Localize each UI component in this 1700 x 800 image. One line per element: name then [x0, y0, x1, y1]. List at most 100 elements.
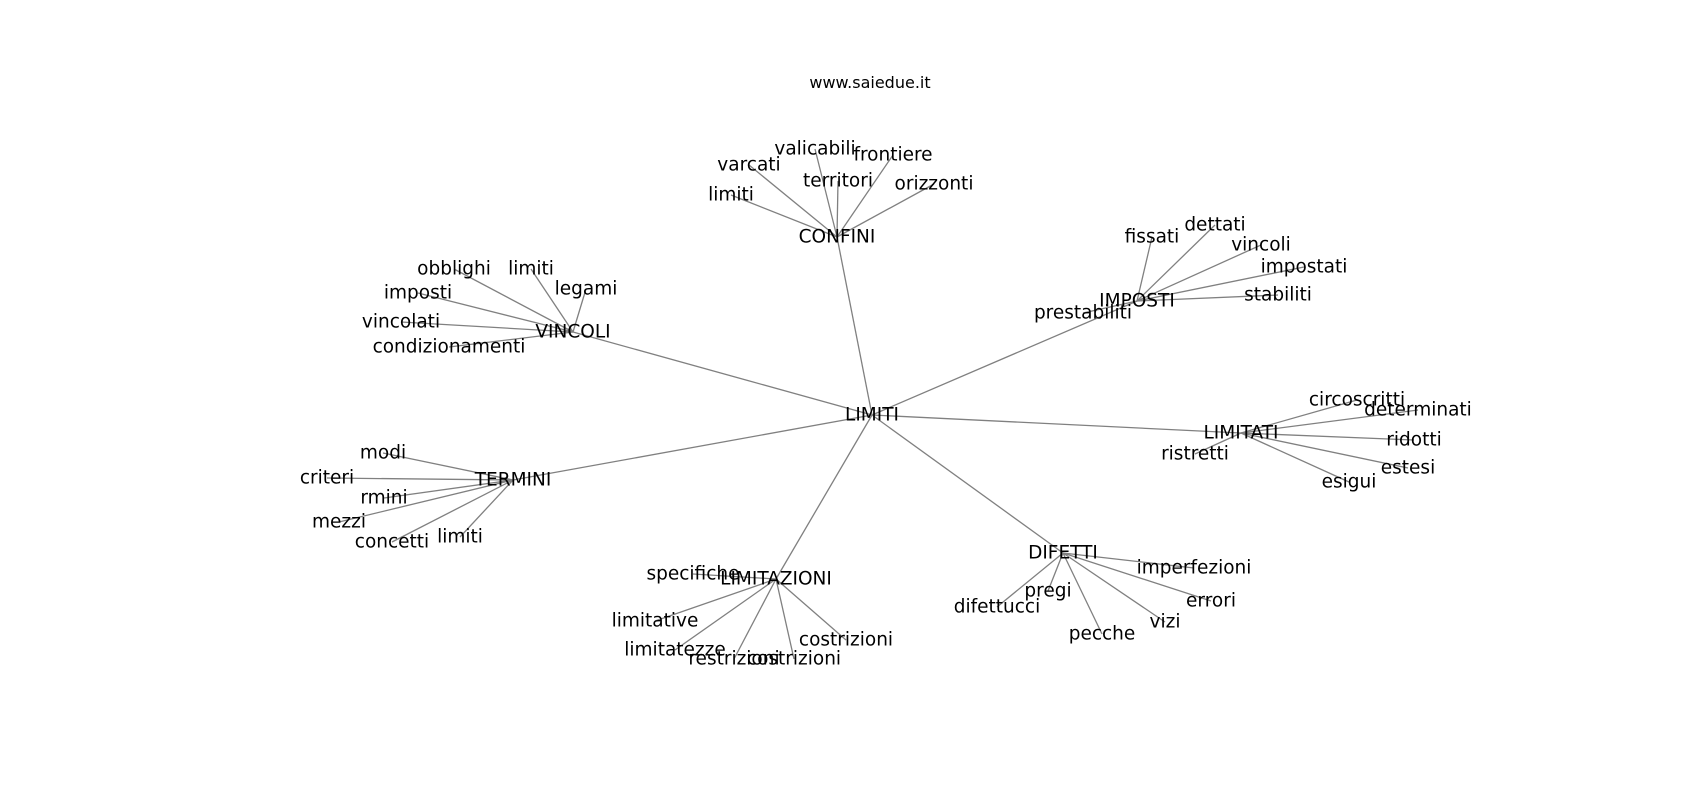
- edge-hub-to-leaf: [1240, 399, 1358, 434]
- edge-hub-to-leaf: [417, 292, 574, 333]
- leaf-node-label: valicabili: [774, 139, 855, 160]
- leaf-node-label: limitatezze: [624, 640, 725, 661]
- leaf-node-label: circoscritti: [1309, 390, 1405, 411]
- leaf-node-label: limiti: [508, 259, 554, 280]
- hub-node-label: CONFINI: [799, 227, 876, 248]
- leaf-node-label: pregi: [1024, 581, 1071, 602]
- edge-hub-to-leaf: [1240, 432, 1415, 441]
- edge-hub-to-leaf: [1240, 432, 1350, 483]
- edge-hub-to-leaf: [836, 154, 894, 238]
- leaf-node-label: determinati: [1364, 400, 1472, 421]
- edge-hub-to-leaf: [775, 578, 795, 660]
- leaf-node-label: stabiliti: [1244, 285, 1312, 306]
- edge-root-to-hub: [572, 331, 873, 416]
- edge-hub-to-leaf: [1047, 552, 1064, 592]
- edge-hub-to-leaf: [1240, 409, 1419, 434]
- leaf-node-label: limitative: [612, 611, 699, 632]
- edge-hub-to-leaf: [733, 578, 777, 660]
- edge-root-to-hub: [512, 414, 873, 481]
- leaf-node-label: mezzi: [312, 512, 366, 533]
- leaf-node-label: costrizioni: [799, 630, 893, 651]
- leaf-node-label: varcati: [717, 155, 780, 176]
- leaf-node-label: dettati: [1184, 215, 1245, 236]
- edge-root-to-hub: [871, 300, 1138, 416]
- edge-hub-to-leaf: [836, 180, 839, 238]
- edge-hub-to-leaf: [572, 288, 587, 333]
- leaf-node-label: vincolati: [362, 312, 440, 333]
- edge-root-to-hub: [871, 414, 1242, 434]
- leaf-node-label: errori: [1186, 591, 1236, 612]
- edge-hub-to-leaf: [448, 331, 574, 348]
- edge-hub-to-leaf: [391, 479, 514, 543]
- edge-hub-to-leaf: [459, 479, 514, 538]
- hub-node-label: LIMITAZIONI: [720, 569, 832, 590]
- edge-hub-to-leaf: [326, 477, 514, 481]
- edge-hub-to-leaf: [730, 194, 838, 238]
- hub-node-label: DIFETTI: [1028, 543, 1098, 564]
- edge-root-to-hub: [871, 414, 1064, 554]
- site-title: www.saiedue.it: [809, 73, 930, 92]
- edge-hub-to-leaf: [692, 573, 777, 580]
- leaf-node-label: imposti: [384, 283, 452, 304]
- leaf-node-label: ridotti: [1386, 430, 1441, 451]
- edge-hub-to-leaf: [814, 148, 838, 238]
- edge-hub-to-leaf: [775, 578, 847, 641]
- leaf-node-label: vincoli: [1231, 235, 1291, 256]
- edge-root-to-hub: [775, 414, 873, 580]
- edge-hub-to-leaf: [530, 268, 574, 333]
- edges-layer: [326, 148, 1419, 660]
- hub-node-label: VINCOLI: [535, 322, 610, 343]
- leaf-node-label: specifiche: [646, 564, 739, 585]
- edge-root-to-hub: [836, 236, 873, 416]
- edge-hub-to-leaf: [1136, 224, 1216, 302]
- edge-hub-to-leaf: [400, 321, 574, 333]
- leaf-node-label: frontiere: [853, 145, 932, 166]
- edge-hub-to-leaf: [1194, 432, 1242, 455]
- leaf-node-label: difettucci: [954, 597, 1041, 618]
- edge-hub-to-leaf: [1062, 552, 1195, 569]
- root-node-label: LIMITI: [845, 405, 899, 426]
- edge-hub-to-leaf: [383, 479, 514, 499]
- labels-layer: LIMITI CONFINI limiti varcativalicabilifron…: [300, 139, 1472, 670]
- edge-hub-to-leaf: [1240, 432, 1409, 469]
- leaf-node-label: fissati: [1125, 227, 1180, 248]
- edge-hub-to-leaf: [1082, 300, 1138, 314]
- leaf-node-label: obblighi: [417, 259, 491, 280]
- leaf-node-label: concetti: [355, 532, 429, 553]
- edge-hub-to-leaf: [1136, 236, 1153, 302]
- hub-node-label: LIMITATI: [1203, 423, 1278, 444]
- leaf-node-label: pecche: [1069, 624, 1136, 645]
- leaf-node-label: imperfezioni: [1137, 558, 1252, 579]
- edge-hub-to-leaf: [748, 164, 838, 238]
- edge-hub-to-leaf: [836, 183, 935, 238]
- hub-node-label: IMPOSTI: [1099, 291, 1175, 312]
- leaf-node-label: territori: [803, 171, 873, 192]
- leaf-node-label: costrizioni: [747, 649, 841, 670]
- edge-hub-to-leaf: [674, 578, 777, 651]
- leaf-node-label: criteri: [300, 468, 354, 489]
- edge-hub-to-leaf: [654, 578, 777, 622]
- edge-hub-to-leaf: [453, 268, 574, 333]
- edge-hub-to-leaf: [1136, 244, 1262, 302]
- edge-hub-to-leaf: [338, 479, 514, 523]
- edge-hub-to-leaf: [1136, 294, 1279, 302]
- leaf-node-label: esigui: [1322, 472, 1377, 493]
- leaf-node-label: ristretti: [1161, 444, 1229, 465]
- leaf-node-label: vizi: [1150, 612, 1181, 633]
- edge-hub-to-leaf: [996, 552, 1064, 608]
- leaf-node-label: limiti: [437, 527, 483, 548]
- leaf-node-label: estesi: [1381, 458, 1435, 479]
- hub-node-label: TERMINI: [474, 470, 552, 491]
- edge-hub-to-leaf: [382, 452, 514, 481]
- leaf-node-label: condizionamenti: [373, 337, 526, 358]
- leaf-node-label: restrizioni: [688, 649, 779, 670]
- leaf-node-label: rmini: [360, 488, 407, 509]
- leaf-node-label: limiti: [708, 185, 754, 206]
- leaf-node-label: legami: [555, 279, 618, 300]
- leaf-node-label: orizzonti: [895, 174, 974, 195]
- edge-hub-to-leaf: [1062, 552, 1212, 602]
- leaf-node-label: prestabiliti: [1034, 303, 1132, 324]
- edge-hub-to-leaf: [1062, 552, 1103, 635]
- leaf-node-label: modi: [360, 443, 406, 464]
